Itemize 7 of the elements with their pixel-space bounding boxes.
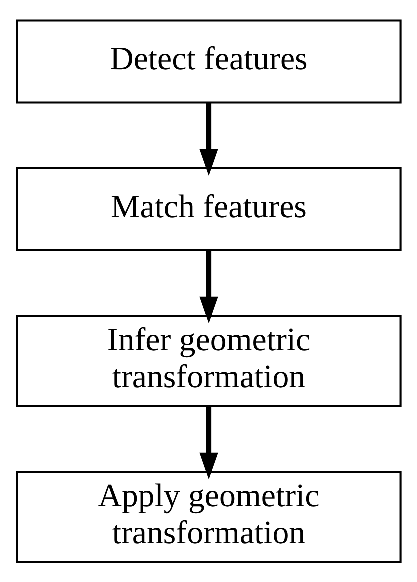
node-box: Apply geometric transformation: [16, 470, 402, 563]
node-box: Detect features: [16, 19, 402, 104]
node-box: Match features: [16, 166, 402, 251]
arrow: [199, 250, 218, 324]
node-box: Infer geometric transformation: [16, 314, 402, 407]
arrow: [199, 102, 218, 176]
arrow: [199, 406, 218, 480]
